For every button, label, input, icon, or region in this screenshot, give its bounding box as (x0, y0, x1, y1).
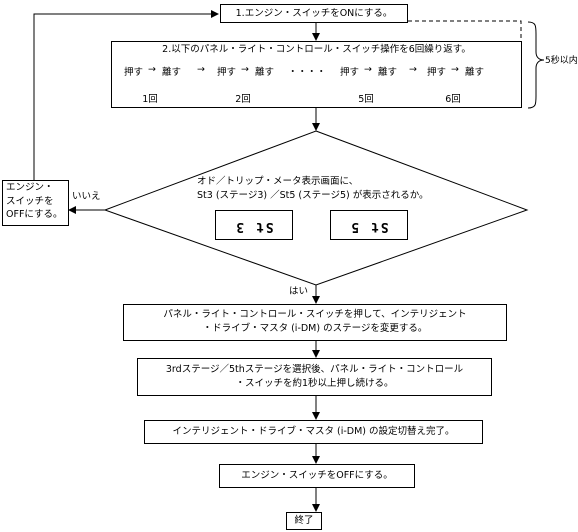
decision-diamond (103, 130, 529, 286)
hold-line-1: 3rdステージ／5thステージを選択後、パネル・ライト・コントロール (165, 364, 464, 375)
decision-line-1: オド／トリップ・メータ表示画面に、 (197, 176, 359, 187)
retry-ignition-off-box: エンジン・ スイッチを OFFにする。 (2, 180, 69, 226)
arrow-op-1: → (148, 64, 156, 75)
setting-complete-text: インテリジェント・ドライブ・マスタ (i-DM) の設定切替え完了。 (172, 426, 455, 437)
retry-line-1: エンジン・ (6, 182, 54, 193)
end-box: 終了 (286, 512, 322, 530)
retry-line-3: OFFにする。 (6, 209, 63, 220)
count-2: 2回 (235, 94, 251, 105)
retry-line-2: スイッチを (6, 195, 54, 207)
display-st5-text: St 5 (349, 219, 389, 234)
arrow-op-6: → (451, 64, 459, 75)
display-st3: St 3 (215, 210, 293, 240)
count-5: 5回 (358, 94, 374, 105)
push-1: 押す (124, 67, 144, 78)
end-text: 終了 (294, 515, 314, 526)
arrow-op-2: → (241, 64, 249, 75)
release-2: 離す (255, 67, 275, 78)
hold-switch-box: 3rdステージ／5thステージを選択後、パネル・ライト・コントロール ・スイッチ… (137, 358, 492, 396)
arrow-op-5: → (364, 64, 372, 75)
display-st3-text: St 3 (234, 219, 274, 234)
push-6: 押す (427, 67, 447, 78)
release-1: 離す (162, 67, 182, 78)
no-label: いいえ (72, 191, 101, 202)
arrow-between-2: → (409, 64, 417, 75)
yes-label: はい (289, 286, 309, 297)
change-stage-line-1: パネル・ライト・コントロール・スイッチを押して、インテリジェント (163, 309, 467, 320)
loop-back-line (33, 10, 219, 180)
display-st5: St 5 (330, 210, 408, 240)
release-5: 離す (378, 67, 398, 78)
ignition-off-box: エンジン・スイッチをOFFにする。 (219, 464, 415, 488)
decision-line-2: St3 (ステージ3) ／St5 (ステージ5) が表示されるか。 (197, 190, 429, 201)
ignition-off-text: エンジン・スイッチをOFFにする。 (241, 470, 393, 481)
release-6: 離す (465, 67, 485, 78)
setting-complete-box: インテリジェント・ドライブ・マスタ (i-DM) の設定切替え完了。 (144, 420, 483, 444)
count-1: 1回 (142, 94, 158, 105)
ellipsis-dots: ・・・・ (288, 67, 327, 78)
time-limit-label: 5秒以内 (545, 56, 578, 66)
hold-line-2: ・スイッチを約1秒以上押し続ける。 (235, 378, 394, 389)
repeat-operation-box: 2.以下のパネル・ライト・コントロール・スイッチ操作を6回繰り返す。 (111, 41, 522, 108)
ignition-on-text: 1.エンジン・スイッチをONにする。 (235, 8, 393, 19)
change-stage-line-2: ・ドライブ・マスタ (i-DM) のステージを変更する。 (202, 323, 428, 334)
time-brace (527, 21, 545, 109)
arrow-between-1: → (197, 64, 205, 75)
dashed-link (408, 20, 522, 40)
push-5: 押す (340, 67, 360, 78)
change-stage-box: パネル・ライト・コントロール・スイッチを押して、インテリジェント ・ドライブ・マ… (123, 304, 507, 341)
ignition-on-box: 1.エンジン・スイッチをONにする。 (220, 4, 408, 23)
repeat-title: 2.以下のパネル・ライト・コントロール・スイッチ操作を6回繰り返す。 (162, 44, 471, 55)
count-6: 6回 (445, 94, 461, 105)
push-2: 押す (217, 67, 237, 78)
